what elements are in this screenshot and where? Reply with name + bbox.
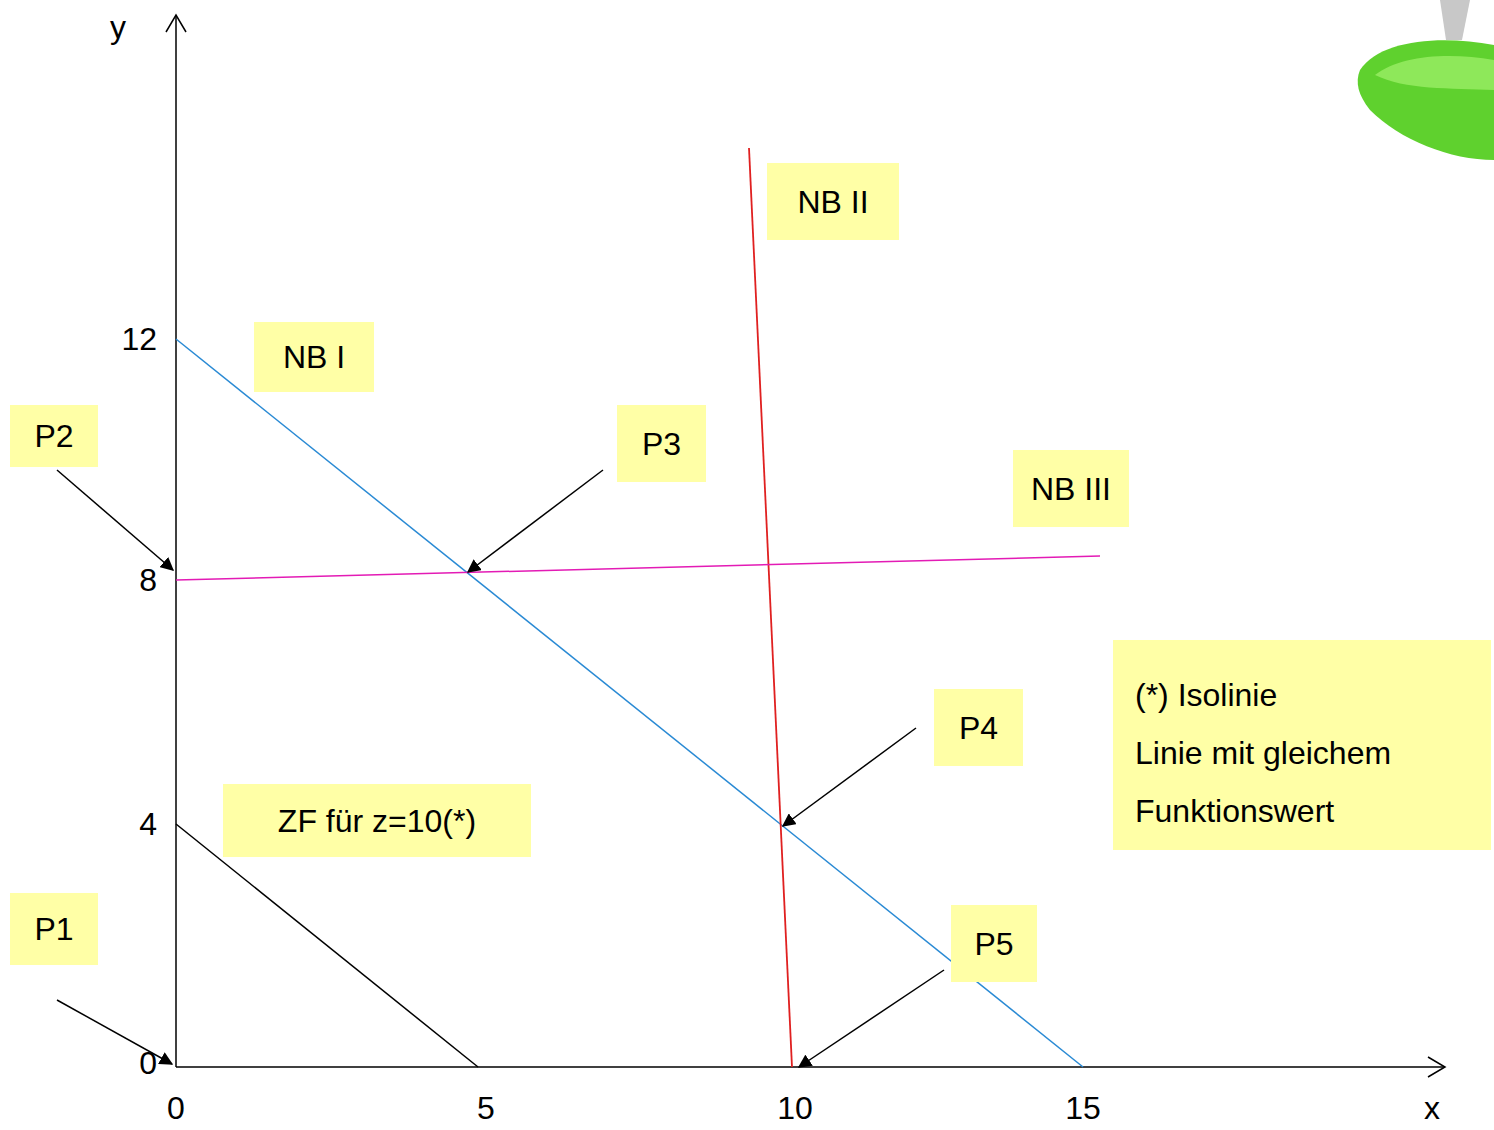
x-axis-arrow: [1428, 1057, 1445, 1077]
y-axis-arrow: [166, 15, 186, 32]
label-text: NB III: [1031, 469, 1111, 509]
point-label: P5: [951, 905, 1037, 982]
label-text: P1: [34, 909, 73, 949]
note-box: (*) IsolinieLinie mit gleichem Funktions…: [1113, 640, 1491, 850]
point-label: P3: [617, 405, 706, 482]
y-axis: [175, 15, 177, 1067]
leader-arrow: [468, 470, 603, 572]
leader-arrow: [799, 970, 944, 1067]
label-text: Linie mit gleichem Funktionswert: [1135, 724, 1477, 840]
label-text: ZF für z=10(*): [278, 801, 476, 841]
constraint-label: NB II: [767, 163, 899, 240]
leader-arrows: [57, 470, 944, 1067]
axis-title: y: [110, 8, 126, 46]
leader-arrow: [57, 470, 173, 570]
label-text: P3: [642, 424, 681, 464]
tick-label: 8: [139, 561, 157, 599]
constraint-line-3: [176, 556, 1100, 580]
tick-label: 4: [139, 805, 157, 843]
objective-label: ZF für z=10(*): [223, 784, 531, 857]
label-text: NB I: [283, 337, 345, 377]
objective-isoline: [176, 824, 478, 1067]
tick-label: 5: [477, 1089, 495, 1127]
constraint-line-1: [176, 339, 1083, 1067]
point-label: P4: [934, 689, 1023, 766]
label-text: P5: [974, 924, 1013, 964]
tick-label: 15: [1065, 1089, 1101, 1127]
label-text: NB II: [797, 182, 868, 222]
tick-label: 0: [167, 1089, 185, 1127]
label-text: P2: [34, 416, 73, 456]
constraint-line-2: [749, 148, 792, 1067]
point-label: P2: [10, 405, 98, 467]
tick-label: 10: [777, 1089, 813, 1127]
leader-arrow: [783, 728, 916, 826]
constraint-label: NB III: [1013, 450, 1129, 527]
axis-title: x: [1424, 1089, 1440, 1127]
label-text: (*) Isolinie: [1135, 666, 1277, 724]
point-label: P1: [10, 893, 98, 965]
constraint-label: NB I: [254, 322, 374, 392]
axes: [166, 15, 1445, 1077]
x-axis: [176, 1066, 1445, 1068]
clipart: [1358, 0, 1494, 160]
tick-label: 12: [121, 320, 157, 358]
label-text: P4: [959, 708, 998, 748]
tick-label: 0: [139, 1044, 157, 1082]
